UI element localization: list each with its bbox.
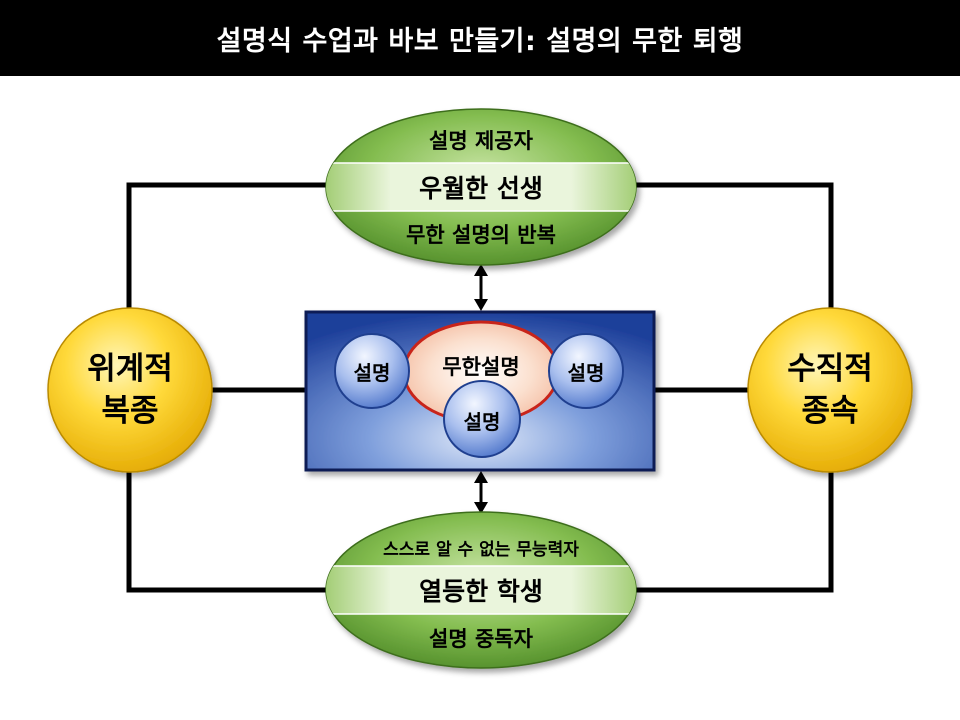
bubble-bottom-label: 설명 bbox=[463, 409, 501, 434]
bubble-left-label: 설명 bbox=[353, 360, 391, 385]
bubble-right-circle bbox=[548, 333, 624, 409]
top-node-lower-label: 무한 설명의 반복 bbox=[406, 223, 556, 247]
right-node-circle bbox=[747, 307, 913, 473]
right-node-line1: 수직적 bbox=[787, 351, 873, 387]
center-core-label: 무한설명 bbox=[442, 355, 520, 379]
bubble-right-label: 설명 bbox=[567, 360, 605, 385]
bottom-node-upper-label: 스스로 알 수 없는 무능력자 bbox=[383, 539, 579, 560]
left-node-line2: 복종 bbox=[101, 393, 159, 429]
connector-lines bbox=[126, 182, 834, 593]
connector-bottom-right bbox=[636, 470, 834, 593]
title-bar: 설명식 수업과 바보 만들기: 설명의 무한 퇴행 bbox=[0, 0, 960, 76]
right-node-line2: 종속 bbox=[801, 393, 859, 429]
double-arrow-bottom bbox=[474, 471, 488, 514]
bubble-bottom-circle bbox=[443, 380, 521, 458]
bottom-node-ellipse bbox=[325, 511, 637, 669]
left-node-label: 위계적 복종 bbox=[48, 340, 212, 440]
left-node-circle bbox=[47, 307, 213, 473]
bubble-left-circle bbox=[334, 333, 410, 409]
top-node-ellipse bbox=[325, 108, 637, 266]
top-node-middle-label: 우월한 선생 bbox=[419, 174, 543, 203]
connector-top-right bbox=[636, 182, 834, 312]
top-node-upper-label: 설명 제공자 bbox=[429, 129, 533, 153]
page-title: 설명식 수업과 바보 만들기: 설명의 무한 퇴행 bbox=[216, 25, 744, 57]
connector-top-left bbox=[126, 182, 326, 312]
connector-bottom-left bbox=[126, 470, 326, 593]
double-arrow-top bbox=[474, 264, 488, 311]
bottom-node-middle-label: 열등한 학생 bbox=[419, 577, 543, 606]
right-node-label: 수직적 종속 bbox=[748, 340, 912, 440]
left-node-line1: 위계적 bbox=[87, 351, 173, 387]
bottom-node-lower-label: 설명 중독자 bbox=[429, 627, 533, 651]
